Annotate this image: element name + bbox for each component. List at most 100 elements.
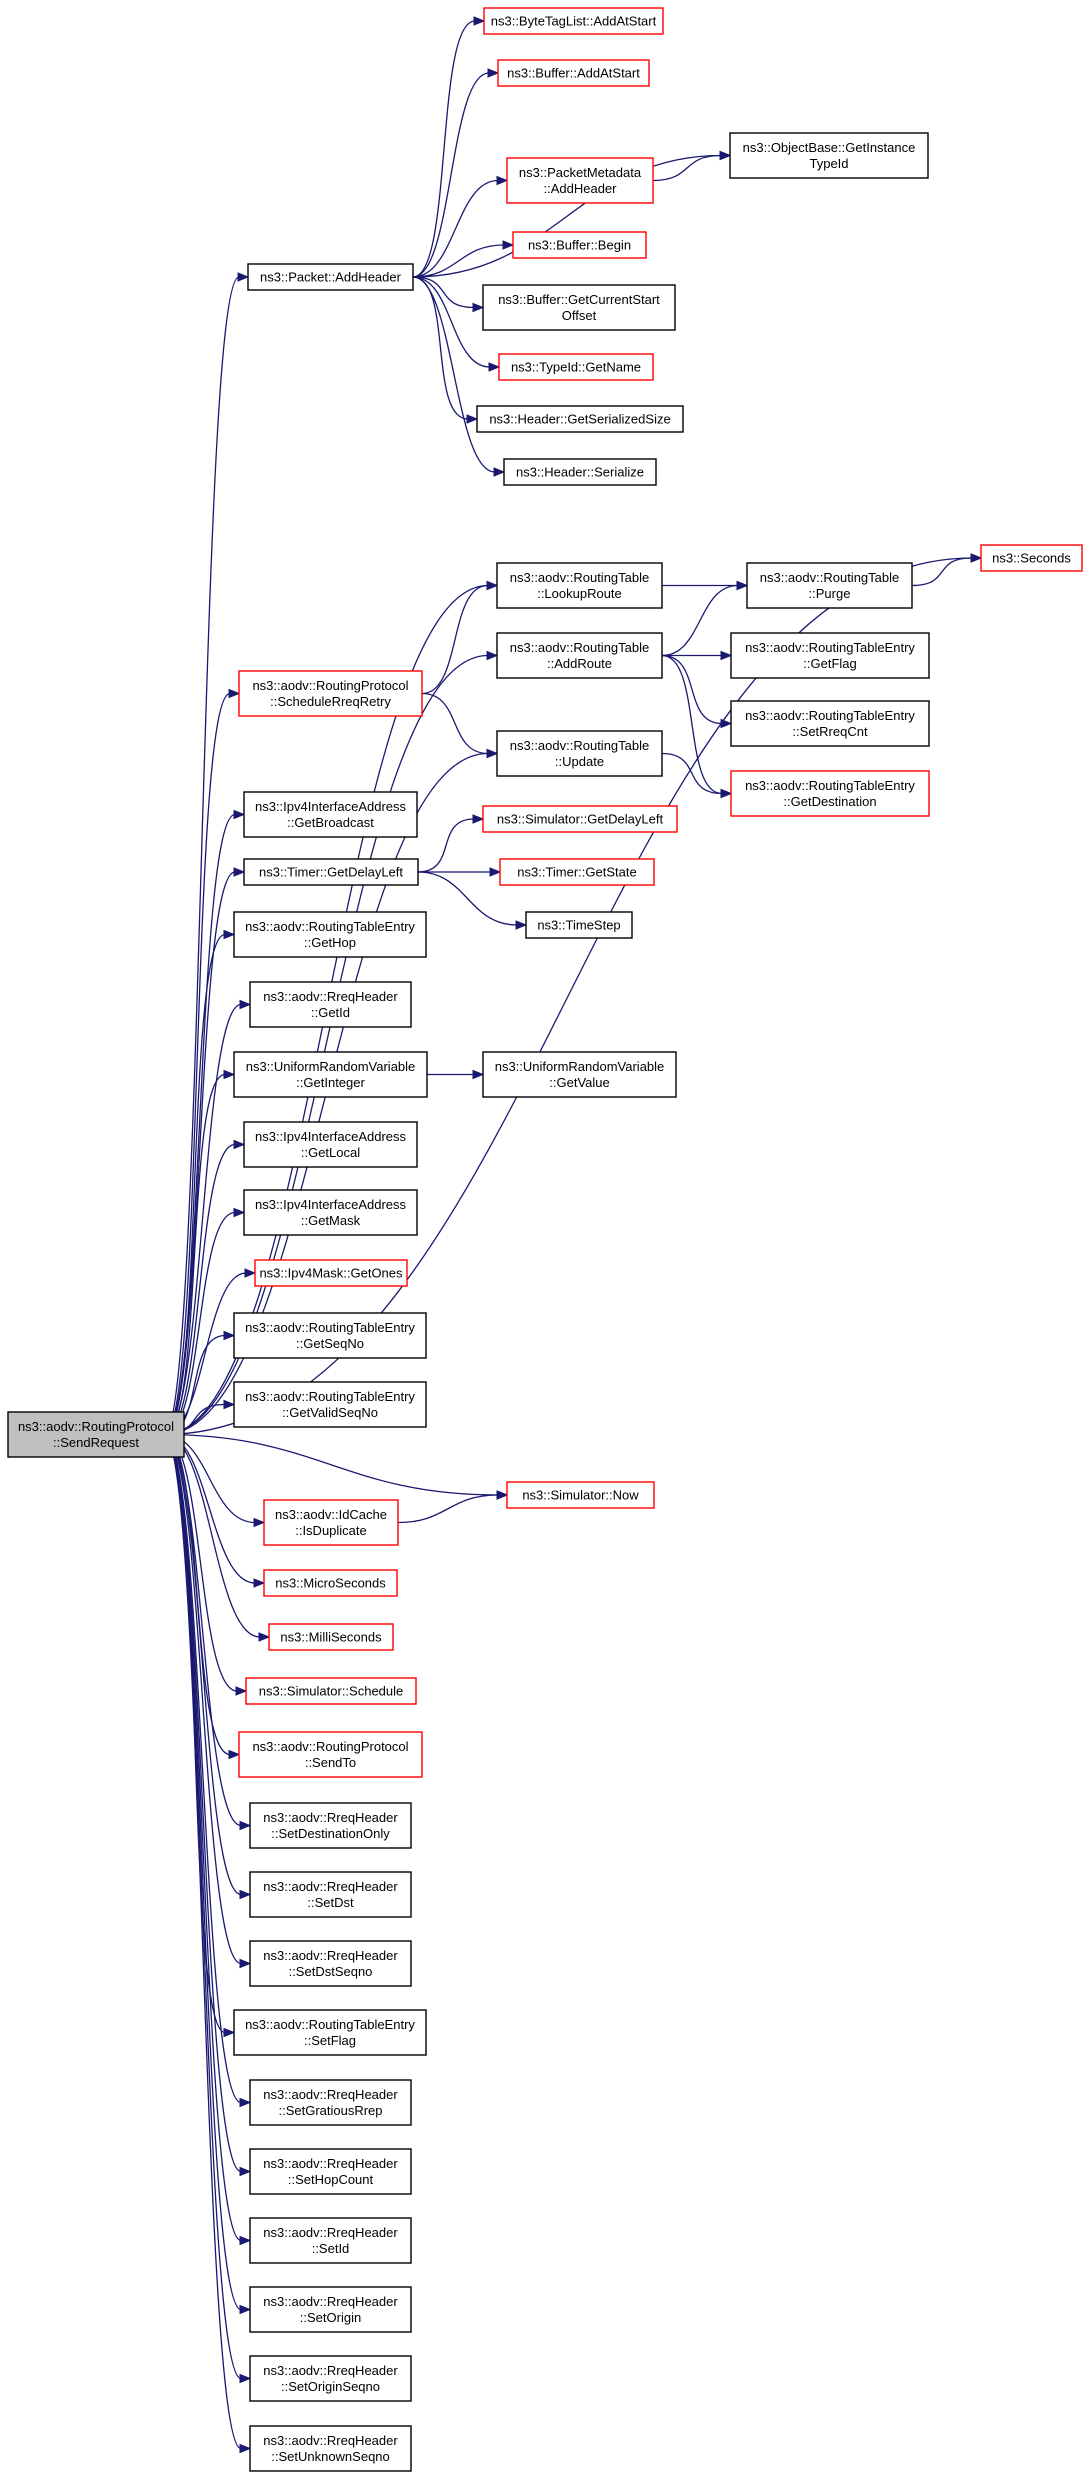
node-box (263, 1499, 399, 1546)
node-rte-getflag[interactable]: ns3::aodv::RoutingTableEntry::GetFlag (730, 632, 930, 679)
node-rte-gethop[interactable]: ns3::aodv::RoutingTableEntry::GetHop (233, 911, 427, 958)
node-label-line: ns3::aodv::RoutingTableEntry (245, 1389, 415, 1404)
node-root[interactable]: ns3::aodv::RoutingProtocol::SendRequest (7, 1411, 185, 1458)
edge-arrowhead (233, 809, 246, 820)
node-ipv4ia-getmask[interactable]: ns3::Ipv4InterfaceAddress::GetMask (243, 1189, 418, 1236)
node-timer-getstate[interactable]: ns3::Timer::GetState (499, 858, 655, 886)
node-label-line: ns3::Ipv4InterfaceAddress (255, 1197, 407, 1212)
node-label-line: ::AddHeader (544, 181, 618, 196)
node-box (268, 1623, 394, 1651)
node-label-line: ns3::aodv::RoutingTable (510, 570, 649, 585)
node-buffer-addatstart[interactable]: ns3::Buffer::AddAtStart (497, 59, 650, 87)
edge-arrowhead (239, 2235, 252, 2246)
node-label-line: ::GetValue (549, 1075, 609, 1090)
node-box (233, 1051, 428, 1098)
node-urv-getvalue[interactable]: ns3::UniformRandomVariable::GetValue (482, 1051, 677, 1098)
node-pkt-addheader[interactable]: ns3::Packet::AddHeader (247, 263, 414, 291)
node-ipv4ia-getbroadcast[interactable]: ns3::Ipv4InterfaceAddress::GetBroadcast (243, 791, 418, 838)
node-box (730, 700, 930, 747)
node-typeid-getname[interactable]: ns3::TypeId::GetName (498, 353, 654, 381)
node-idcache-isduplicate[interactable]: ns3::aodv::IdCache::IsDuplicate (263, 1499, 399, 1546)
node-label-line: ::SetFlag (304, 2033, 356, 2048)
node-milliseconds[interactable]: ns3::MilliSeconds (268, 1623, 394, 1651)
node-bytetag-addatstart[interactable]: ns3::ByteTagList::AddAtStart (483, 7, 664, 35)
node-sim-schedule[interactable]: ns3::Simulator::Schedule (245, 1677, 417, 1705)
node-label-line: TypeId (809, 156, 848, 171)
node-label-line: ns3::aodv::RoutingTable (510, 738, 649, 753)
node-rp-schedulerreqretry[interactable]: ns3::aodv::RoutingProtocol::ScheduleRreq… (238, 670, 423, 717)
node-rreq-setdst[interactable]: ns3::aodv::RreqHeader::SetDst (249, 1871, 412, 1918)
node-label-line: ns3::Simulator::Schedule (259, 1684, 404, 1699)
node-seconds[interactable]: ns3::Seconds (980, 544, 1083, 572)
node-rp-sendto[interactable]: ns3::aodv::RoutingProtocol::SendTo (238, 1731, 423, 1778)
node-header-serialize[interactable]: ns3::Header::Serialize (503, 458, 657, 486)
node-rreq-setdestonly[interactable]: ns3::aodv::RreqHeader::SetDestinationOnl… (249, 1802, 412, 1849)
node-box (746, 562, 913, 609)
node-label-line: ns3::ObjectBase::GetInstance (743, 140, 916, 155)
edge-arrowhead (253, 1578, 266, 1588)
node-box (254, 1259, 408, 1287)
node-rreq-setunknownseqno[interactable]: ns3::aodv::RreqHeader::SetUnknownSeqno (249, 2425, 412, 2472)
edge-arrowhead (472, 302, 485, 313)
node-pktmeta-addheader[interactable]: ns3::PacketMetadata::AddHeader (506, 157, 654, 204)
edge-root-to-ipv4ia-getbroadcast (163, 813, 236, 1436)
node-label-line: ns3::Ipv4Mask::GetOnes (259, 1266, 403, 1281)
node-box (238, 670, 423, 717)
node-label-line: ns3::aodv::RoutingTableEntry (245, 1320, 415, 1335)
edge-arrowhead (502, 240, 515, 250)
node-rreq-getid[interactable]: ns3::aodv::RreqHeader::GetId (249, 981, 412, 1028)
node-timestep[interactable]: ns3::TimeStep (525, 911, 633, 939)
node-rreq-setgratiousrrep[interactable]: ns3::aodv::RreqHeader::SetGratiousRrep (249, 2079, 412, 2126)
node-buffer-begin[interactable]: ns3::Buffer::Begin (512, 231, 647, 259)
node-timer-getdelayleft[interactable]: ns3::Timer::GetDelayLeft (243, 858, 419, 886)
node-rreq-setdstseqno[interactable]: ns3::aodv::RreqHeader::SetDstSeqno (249, 1940, 412, 1987)
node-rte-setflag[interactable]: ns3::aodv::RoutingTableEntry::SetFlag (233, 2009, 427, 2056)
nodes-layer: ns3::aodv::RoutingProtocol::SendRequestn… (7, 7, 1083, 2472)
node-label-line: ::SendRequest (53, 1435, 139, 1450)
node-rt-lookuproute[interactable]: ns3::aodv::RoutingTable::LookupRoute (496, 562, 663, 609)
edge-arrowhead (239, 999, 252, 1010)
node-rt-purge[interactable]: ns3::aodv::RoutingTable::Purge (746, 562, 913, 609)
node-sim-getdelayleft[interactable]: ns3::Simulator::GetDelayLeft (482, 805, 678, 833)
edge-arrowhead (239, 2097, 252, 2108)
node-header-getserializedsize[interactable]: ns3::Header::GetSerializedSize (476, 405, 684, 433)
edge-timer-getdelayleft-to-timestep (417, 871, 518, 926)
edge-arrowhead (239, 2443, 252, 2454)
node-label-line: Offset (562, 308, 597, 323)
edge-pkt-addheader-to-buffer-begin (412, 244, 505, 278)
node-rte-getseqno[interactable]: ns3::aodv::RoutingTableEntry::GetSeqNo (233, 1312, 427, 1359)
node-label-line: ns3::aodv::RoutingTableEntry (745, 640, 915, 655)
node-ipv4mask-getones[interactable]: ns3::Ipv4Mask::GetOnes (254, 1259, 408, 1287)
node-box (233, 911, 427, 958)
node-box (249, 1940, 412, 1987)
node-label-line: ns3::UniformRandomVariable (246, 1059, 416, 1074)
node-rte-getvalidseqno[interactable]: ns3::aodv::RoutingTableEntry::GetValidSe… (233, 1381, 427, 1428)
node-label-line: ns3::aodv::RoutingProtocol (18, 1419, 174, 1434)
node-microseconds[interactable]: ns3::MicroSeconds (263, 1569, 398, 1597)
edge-arrowhead (223, 1330, 236, 1341)
node-rt-addroute[interactable]: ns3::aodv::RoutingTable::AddRoute (496, 632, 663, 679)
node-rreq-sethopcount[interactable]: ns3::aodv::RreqHeader::SetHopCount (249, 2148, 412, 2195)
node-sim-now[interactable]: ns3::Simulator::Now (506, 1481, 655, 1509)
node-ipv4ia-getlocal[interactable]: ns3::Ipv4InterfaceAddress::GetLocal (243, 1121, 418, 1168)
node-rte-getdestination[interactable]: ns3::aodv::RoutingTableEntry::GetDestina… (730, 770, 930, 817)
node-rreq-setoriginseqno[interactable]: ns3::aodv::RreqHeader::SetOriginSeqno (249, 2355, 412, 2402)
node-label-line: ns3::aodv::RreqHeader (263, 2087, 398, 2102)
edge-root-to-rreq-setorigin (163, 1433, 242, 2311)
node-label-line: ns3::Seconds (992, 551, 1071, 566)
node-urv-getinteger[interactable]: ns3::UniformRandomVariable::GetInteger (233, 1051, 428, 1098)
edge-pkt-addheader-to-buffer-getcurrentstart (412, 276, 475, 309)
node-rt-update[interactable]: ns3::aodv::RoutingTable::Update (496, 730, 663, 777)
node-box (238, 1731, 423, 1778)
edge-arrowhead (489, 867, 502, 877)
edge-idcache-isduplicate-to-sim-now (397, 1494, 499, 1524)
edge-arrowhead (239, 1958, 252, 1969)
node-rte-setrreqcnt[interactable]: ns3::aodv::RoutingTableEntry::SetRreqCnt (730, 700, 930, 747)
edge-pkt-addheader-to-header-serialize (412, 276, 496, 473)
node-box (249, 2286, 412, 2333)
node-box (512, 231, 647, 259)
node-rreq-setid[interactable]: ns3::aodv::RreqHeader::SetId (249, 2217, 412, 2264)
node-rreq-setorigin[interactable]: ns3::aodv::RreqHeader::SetOrigin (249, 2286, 412, 2333)
